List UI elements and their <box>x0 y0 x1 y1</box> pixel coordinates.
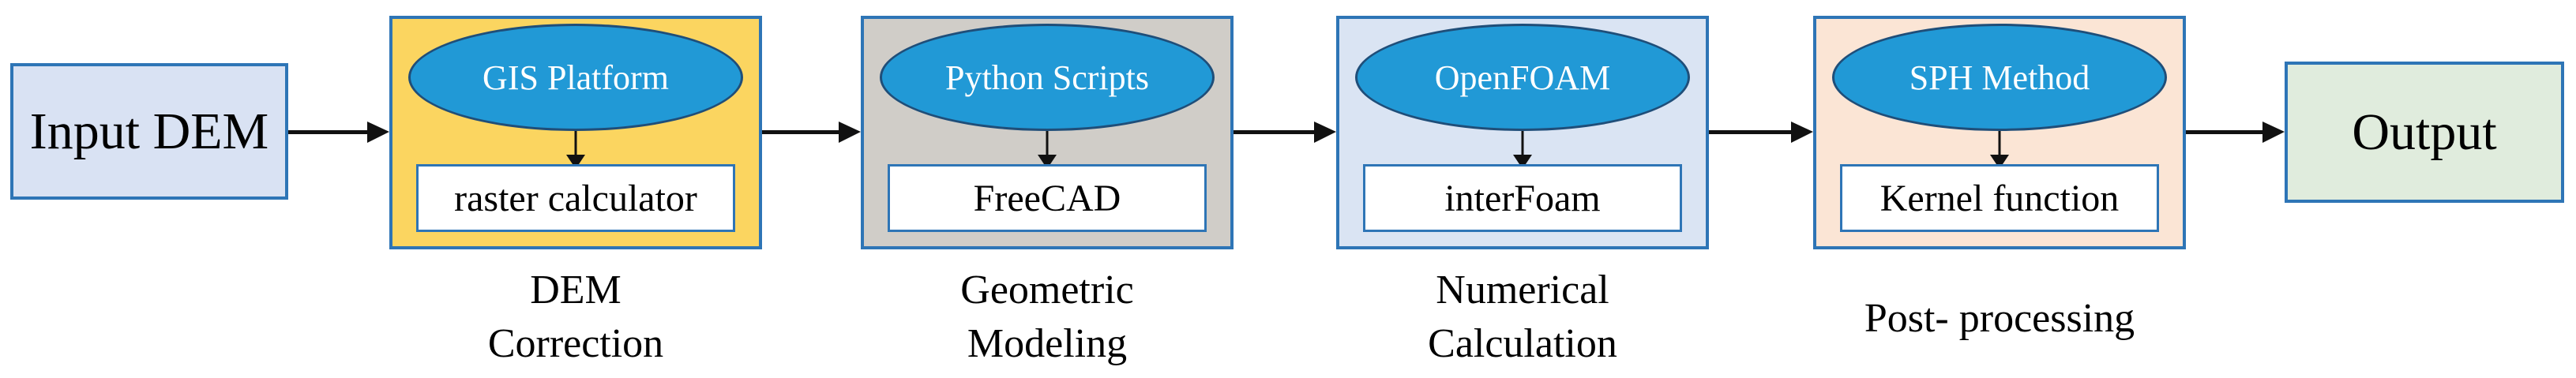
arrow-head <box>1791 122 1813 143</box>
stage-caption-geometric-modeling: Geometric Modeling <box>960 268 1134 366</box>
input-dem-label: Input DEM <box>29 102 269 160</box>
component-box-interfoam: interFoam <box>1363 164 1682 232</box>
module-post-processing: SPH Method Kernel function <box>1813 16 2186 249</box>
arrow-shaft <box>1046 131 1049 156</box>
stage-caption-numerical-calculation: Numerical Calculation <box>1428 268 1617 366</box>
arrow-head <box>367 122 389 143</box>
arrow-shaft <box>288 130 369 134</box>
tool-label: SPH Method <box>1909 58 2090 97</box>
module-dem-correction: GIS Platform raster calculator <box>389 16 762 249</box>
component-box-freecad: FreeCAD <box>888 164 1207 232</box>
tool-ellipse-openfoam: OpenFOAM <box>1355 24 1690 131</box>
input-dem-box: Input DEM <box>10 63 288 200</box>
arrow-shaft <box>1709 130 1793 134</box>
arrow-head <box>2262 122 2285 143</box>
component-box-raster-calculator: raster calculator <box>416 164 735 232</box>
arrow-down-icon <box>566 131 585 169</box>
arrow-down-icon <box>1990 131 2009 169</box>
output-label: Output <box>2352 103 2497 161</box>
arrow-right-icon <box>1709 122 1813 143</box>
arrow-head <box>839 122 861 143</box>
tool-label: OpenFOAM <box>1434 58 1611 97</box>
arrow-shaft <box>2186 130 2264 134</box>
module-geometric-modeling: Python Scripts FreeCAD <box>861 16 1234 249</box>
tool-ellipse-gis-platform: GIS Platform <box>408 24 743 131</box>
output-box: Output <box>2285 62 2564 203</box>
component-box-kernel-function: Kernel function <box>1840 164 2159 232</box>
arrow-shaft <box>1521 131 1524 156</box>
arrow-right-icon <box>288 122 389 143</box>
arrow-shaft <box>762 130 840 134</box>
arrow-right-icon <box>2186 122 2285 143</box>
arrow-shaft <box>1234 130 1316 134</box>
arrow-down-icon <box>1513 131 1532 169</box>
arrow-down-icon <box>1038 131 1057 169</box>
component-label: Kernel function <box>1879 177 2120 219</box>
component-label: FreeCAD <box>973 177 1121 219</box>
tool-label: Python Scripts <box>945 58 1149 97</box>
stage-caption-dem-correction: DEM Correction <box>487 268 664 366</box>
arrow-shaft <box>574 131 577 156</box>
tool-ellipse-sph-method: SPH Method <box>1832 24 2167 131</box>
component-label: raster calculator <box>454 177 697 219</box>
arrow-shaft <box>1998 131 2001 156</box>
tool-label: GIS Platform <box>483 58 669 97</box>
arrow-right-icon <box>1234 122 1336 143</box>
stage-caption-post-processing: Post- processing <box>1864 296 2135 341</box>
tool-ellipse-python-scripts: Python Scripts <box>880 24 1215 131</box>
arrow-head <box>1314 122 1336 143</box>
module-numerical-calculation: OpenFOAM interFoam <box>1336 16 1709 249</box>
arrow-right-icon <box>762 122 861 143</box>
component-label: interFoam <box>1444 177 1601 219</box>
